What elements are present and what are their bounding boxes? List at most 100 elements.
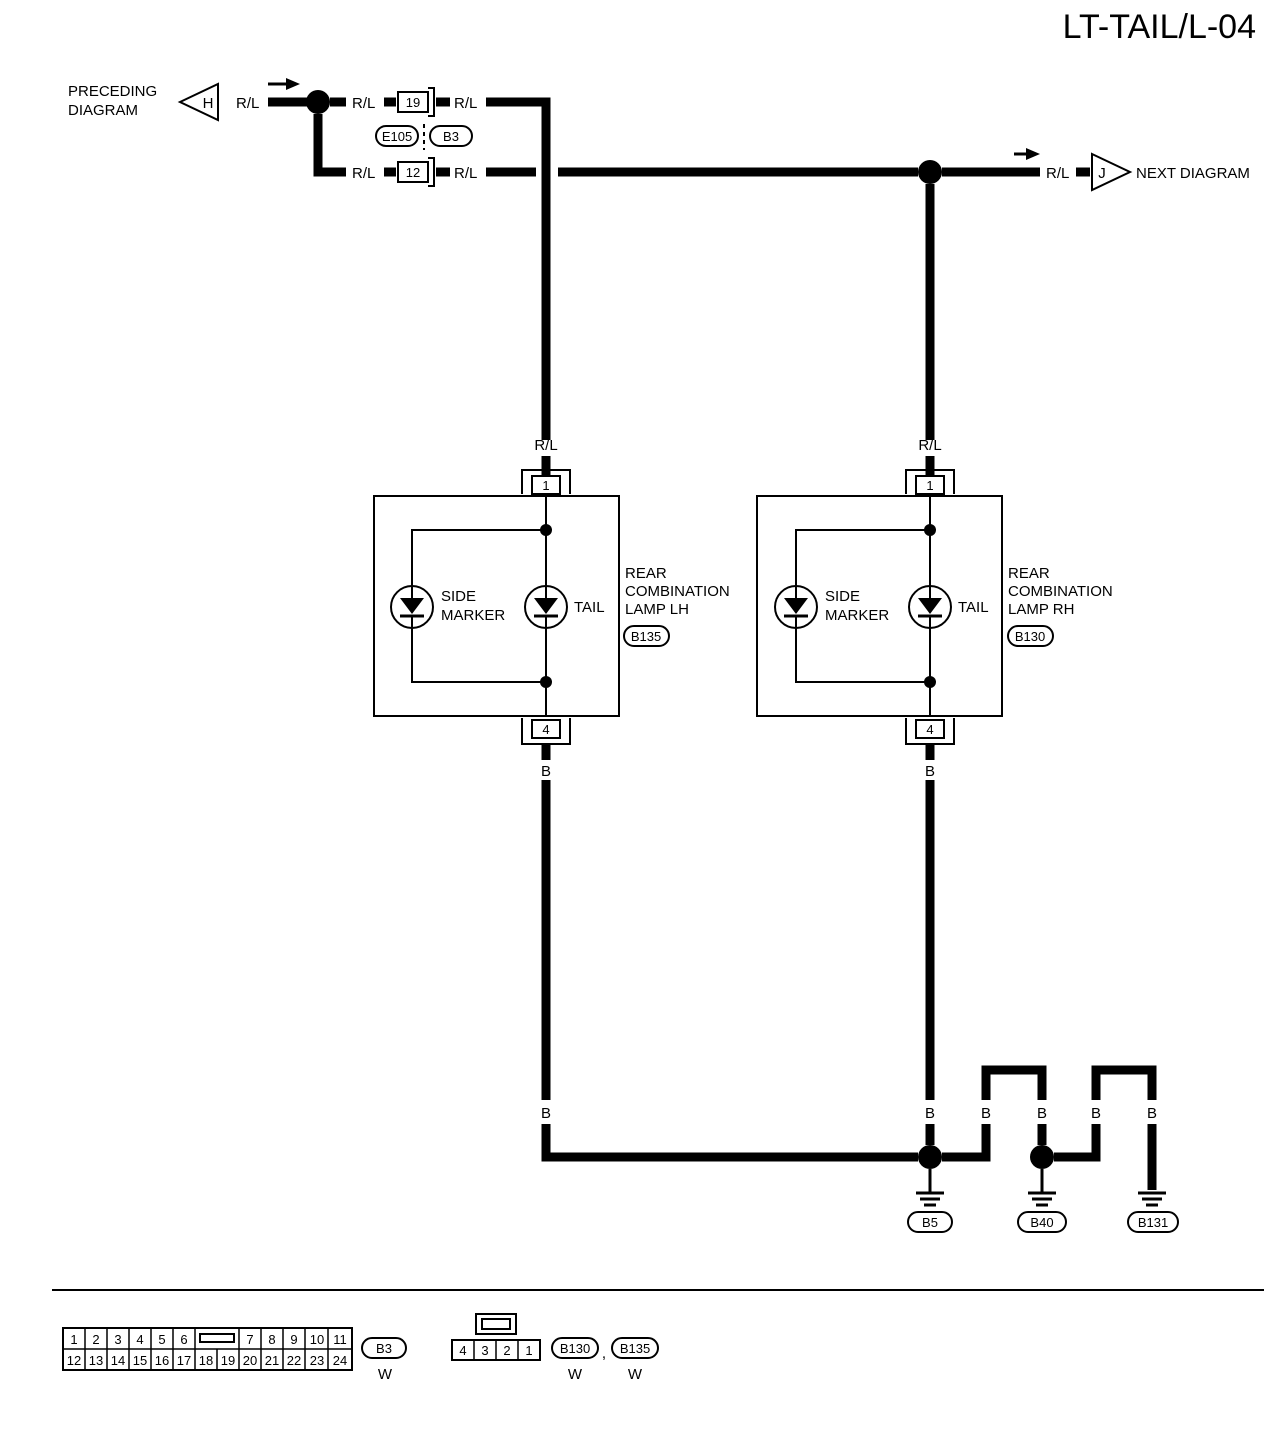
connector-id-b3[interactable]: B3 — [361, 1337, 407, 1359]
lamp-rh-pin-4[interactable]: 4 — [905, 718, 955, 745]
next-ref: J — [1098, 165, 1106, 182]
side-marker-lamp-icon — [774, 585, 818, 629]
wire-color-label: B — [541, 1105, 551, 1122]
pin-number: 5 — [158, 1332, 165, 1347]
junction-dot — [540, 676, 552, 688]
lamp-rh-name-line2: COMBINATION — [1008, 583, 1113, 600]
pin-number: 23 — [310, 1353, 324, 1368]
wire-segment — [313, 114, 346, 177]
connector-key — [199, 1333, 235, 1343]
connector-id-text: B3 — [443, 129, 459, 144]
splice-node — [1030, 1145, 1054, 1169]
pin-number: 15 — [133, 1353, 147, 1368]
wire-color-label: B — [541, 763, 551, 780]
ground-id-text: B5 — [922, 1215, 938, 1230]
connector-id-b130[interactable]: B130 — [551, 1337, 599, 1359]
connector-id-text: B135 — [631, 629, 661, 644]
ground-wire-lh — [541, 1124, 918, 1162]
internal-wire — [411, 628, 546, 683]
next-diagram-label: NEXT DIAGRAM — [1136, 165, 1250, 182]
lamp-rh-connector-id[interactable]: B130 — [1007, 625, 1054, 647]
wire-color-label: R/L — [236, 95, 259, 112]
next-arrow-icon — [1091, 152, 1133, 192]
pin-number: 3 — [114, 1332, 121, 1347]
wire-segment — [942, 1124, 991, 1162]
pin-number: 4 — [542, 722, 549, 737]
splice-node — [306, 90, 330, 114]
connector-id-text: B135 — [620, 1341, 650, 1356]
ground-id-text: B131 — [1138, 1215, 1168, 1230]
joint-terminal-19[interactable]: 19 — [397, 87, 435, 117]
wire-color-label: R/L — [918, 437, 941, 454]
next-connector-arrow[interactable]: J — [1091, 152, 1133, 192]
ground-b5[interactable]: B5 — [907, 1211, 953, 1233]
wire-color-label: R/L — [534, 437, 557, 454]
ground-symbol-icon — [1138, 1191, 1166, 1207]
ground-b40[interactable]: B40 — [1017, 1211, 1067, 1233]
wire-color-label: B — [925, 1105, 935, 1122]
wire-color-label: B — [1147, 1105, 1157, 1122]
lamp-rh-body — [756, 495, 1003, 717]
lamp-lh-name-line2: COMBINATION — [625, 583, 730, 600]
lamp-lh-connector-id[interactable]: B135 — [623, 625, 670, 647]
pin-number: 2 — [503, 1343, 510, 1358]
pin-number: 7 — [246, 1332, 253, 1347]
junction-dot — [924, 524, 936, 536]
pin-number: 1 — [926, 478, 933, 493]
pin-number: 1 — [525, 1343, 532, 1358]
wire-to-lamp-lh — [486, 97, 551, 440]
pin-number: 18 — [199, 1353, 213, 1368]
pin-number: 17 — [177, 1353, 191, 1368]
junction-dot — [924, 676, 936, 688]
pin-number: 1 — [70, 1332, 77, 1347]
connector-id-text: B3 — [376, 1341, 392, 1356]
connector-color-b135: W — [628, 1366, 643, 1383]
pin-number: 4 — [926, 722, 933, 737]
lamp-lh-pin-1[interactable]: 1 — [521, 469, 571, 495]
wire-segment — [981, 1065, 1047, 1100]
joint-connector-id-e105[interactable]: E105 — [375, 125, 419, 147]
lamp-lh-pin-4[interactable]: 4 — [521, 718, 571, 745]
connector-id-b135[interactable]: B135 — [611, 1337, 659, 1359]
tail-label: TAIL — [574, 599, 605, 616]
connector-face-lamp: 4 3 2 1 — [451, 1313, 541, 1361]
wire-color-label: R/L — [1046, 165, 1069, 182]
ground-b131[interactable]: B131 — [1127, 1211, 1179, 1233]
ground-symbol-icon — [916, 1169, 944, 1207]
pin-number: 4 — [459, 1343, 466, 1358]
preceding-label-line1: PRECEDING — [68, 83, 157, 100]
joint-connector-id-b3[interactable]: B3 — [429, 125, 473, 147]
pin-number: 14 — [111, 1353, 125, 1368]
wire-color-label: B — [1037, 1105, 1047, 1122]
tail-label: TAIL — [958, 599, 989, 616]
wire-segment — [1091, 1065, 1157, 1100]
preceding-ref: H — [203, 95, 214, 112]
pin-number: 2 — [92, 1332, 99, 1347]
current-flow-arrow-icon — [268, 78, 300, 90]
side-marker-label-line1: SIDE — [825, 588, 860, 605]
splice-node — [918, 1145, 942, 1169]
joint-terminal-12[interactable]: 12 — [397, 157, 435, 187]
side-marker-lamp-icon — [390, 585, 434, 629]
internal-wire — [795, 628, 930, 683]
connector-face-b3: 1 2 3 4 5 6 7 8 9 10 11 12 13 14 15 16 1… — [62, 1327, 353, 1371]
preceding-connector-arrow[interactable]: H — [177, 82, 219, 122]
wire-color-label: B — [925, 763, 935, 780]
pin-number: 13 — [89, 1353, 103, 1368]
pin-number: 16 — [155, 1353, 169, 1368]
lamp-rh-pin-1[interactable]: 1 — [905, 469, 955, 495]
pin-number: 20 — [243, 1353, 257, 1368]
page-code: LT-TAIL/L-04 — [1063, 8, 1256, 46]
pin-number: 24 — [333, 1353, 347, 1368]
pin-number: 11 — [333, 1332, 347, 1347]
lamp-lh-body — [373, 495, 620, 717]
side-marker-label-line2: MARKER — [441, 607, 505, 624]
side-marker-label-line2: MARKER — [825, 607, 889, 624]
connector-id-text: B130 — [1015, 629, 1045, 644]
wire-segment — [1054, 1124, 1101, 1162]
connector-separator: , — [602, 1345, 606, 1362]
connector-id-text: E105 — [382, 129, 412, 144]
terminal-number: 19 — [406, 95, 420, 110]
pin-number: 1 — [542, 478, 549, 493]
